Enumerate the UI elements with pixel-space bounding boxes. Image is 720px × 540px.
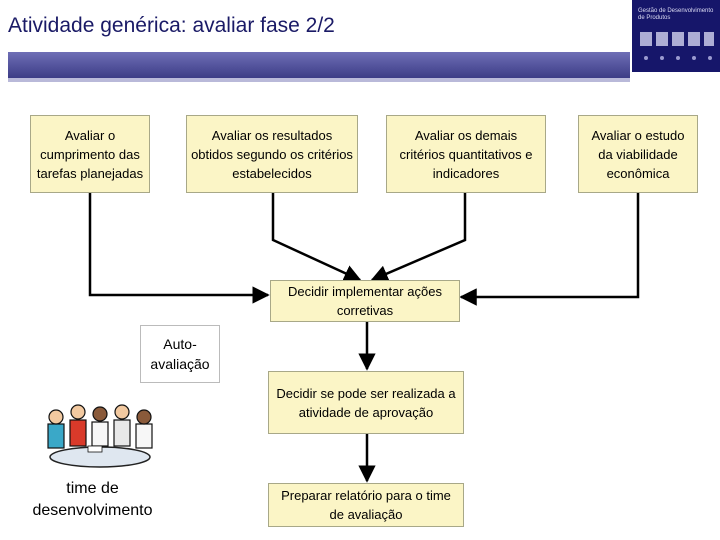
task-decidir-acoes-corretivas: Decidir implementar ações corretivas [270, 280, 460, 322]
team-meeting-icon [47, 404, 153, 468]
logo-text: Gestão de Desenvolvimento de Produtos [638, 8, 714, 21]
connector-b4 [459, 193, 640, 306]
title-band-shadow [8, 78, 630, 82]
task-decidir-aprovacao: Decidir se pode ser realizada a atividad… [268, 371, 464, 434]
task-avaliar-resultados: Avaliar os resultados obtidos segundo os… [186, 115, 358, 193]
logo: Gestão de Desenvolvimento de Produtos [632, 0, 720, 72]
slide-title: Atividade genérica: avaliar fase 2/2 [8, 14, 335, 37]
title-band [8, 52, 630, 78]
logo-graphic-icon [640, 32, 714, 60]
task-preparar-relatorio: Preparar relatório para o time de avalia… [268, 483, 464, 527]
task-avaliar-viabilidade: Avaliar o estudo da viabilidade econômic… [578, 115, 698, 193]
self-evaluation-label: Auto-avaliação [140, 325, 220, 383]
team-label: time de desenvolvimento [32, 480, 153, 519]
connector-b1 [88, 193, 270, 304]
task-avaliar-criterios: Avaliar os demais critérios quantitativo… [386, 115, 546, 193]
connector-b3 [370, 193, 467, 282]
task-avaliar-cumprimento: Avaliar o cumprimento das tarefas planej… [30, 115, 150, 193]
connector-b2 [271, 193, 362, 282]
